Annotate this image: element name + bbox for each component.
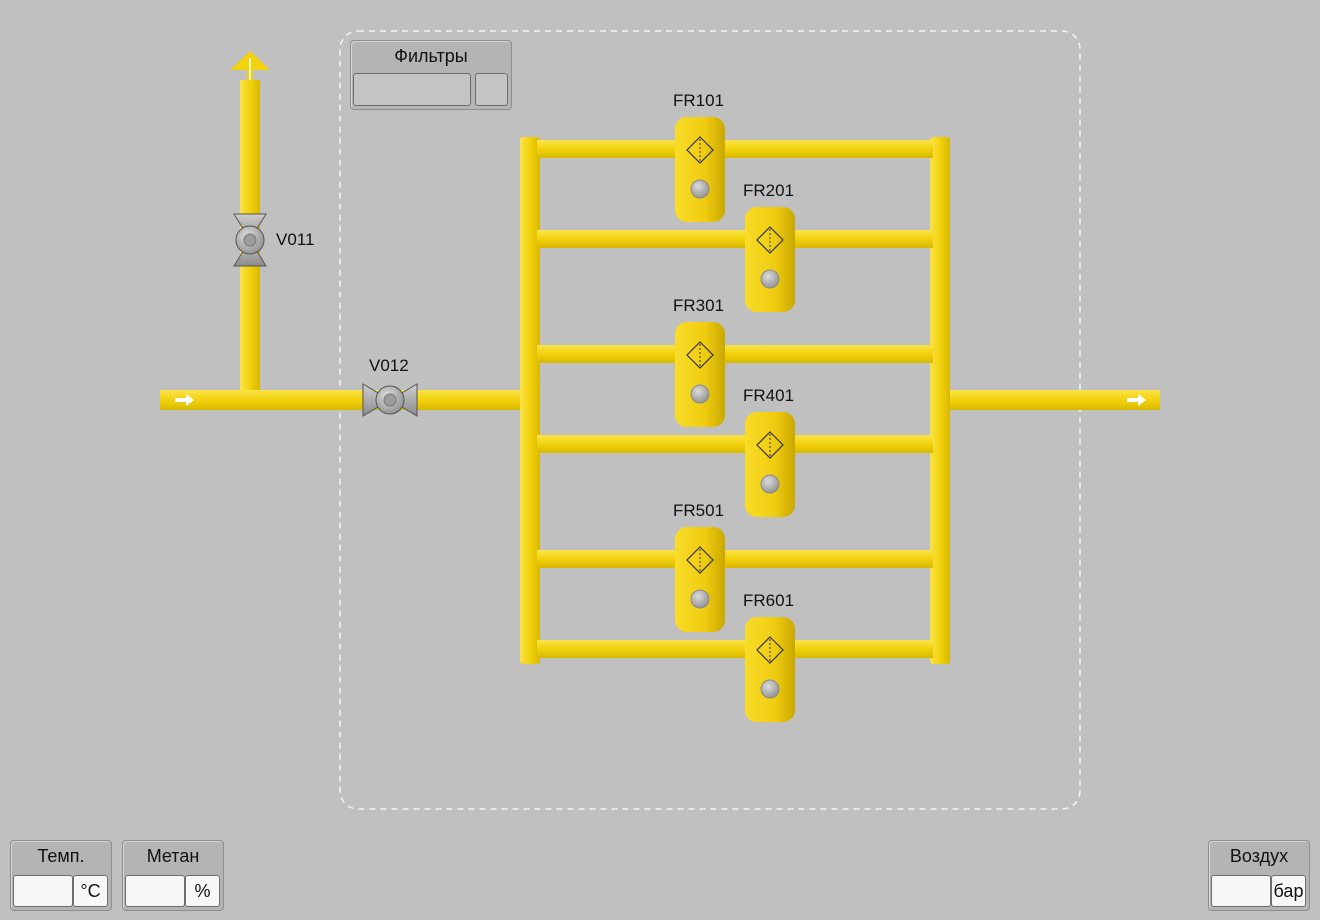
filters-unit-field[interactable]	[475, 73, 508, 106]
valve-horizontal-icon[interactable]	[362, 383, 418, 417]
outlet-pipe	[940, 390, 1160, 410]
air-panel: Воздух бар	[1208, 840, 1310, 911]
vent-arrow-up-icon	[230, 51, 270, 82]
branch-pipe	[537, 550, 933, 568]
status-indicator	[760, 474, 780, 494]
methane-value-field[interactable]	[125, 875, 185, 907]
filter-vessel-fr301[interactable]	[675, 322, 725, 427]
filter-vessel-fr101[interactable]	[675, 117, 725, 222]
valve-tag-v011: V011	[276, 230, 315, 249]
filter-tag-fr601: FR601	[743, 591, 795, 610]
status-indicator	[760, 679, 780, 699]
temp-panel: Темп. °C	[10, 840, 112, 911]
filter-tag-fr501: FR501	[673, 501, 725, 520]
status-indicator	[690, 179, 710, 199]
filter-area-frame	[339, 30, 1081, 810]
filter-vessel-fr601[interactable]	[745, 617, 795, 722]
filter-diamond-icon	[686, 136, 714, 164]
filters-panel-title: Фильтры	[394, 46, 468, 66]
filter-tag-fr301: FR301	[673, 296, 725, 315]
valve-vertical-icon[interactable]	[233, 213, 267, 267]
filter-diamond-icon	[756, 636, 784, 664]
branch-pipe	[537, 435, 933, 453]
filter-tag-fr201: FR201	[743, 181, 795, 200]
temp-value-field[interactable]	[13, 875, 73, 907]
branch-pipe	[537, 140, 933, 158]
methane-unit-label: %	[185, 875, 220, 907]
status-indicator	[690, 384, 710, 404]
branch-pipe	[537, 345, 933, 363]
filter-tag-fr101: FR101	[673, 91, 725, 110]
temp-panel-title: Темп.	[37, 846, 85, 866]
air-unit-label: бар	[1271, 875, 1306, 907]
filter-vessel-fr401[interactable]	[745, 412, 795, 517]
filter-vessel-fr201[interactable]	[745, 207, 795, 312]
filter-tag-fr401: FR401	[743, 386, 795, 405]
filter-diamond-icon	[686, 341, 714, 369]
outlet-header	[930, 137, 950, 664]
filters-value-field[interactable]	[353, 73, 471, 106]
flow-arrow-inlet-icon	[175, 394, 194, 406]
filter-diamond-icon	[756, 226, 784, 254]
valve-tag-v012: V012	[369, 356, 409, 375]
filter-vessel-fr501[interactable]	[675, 527, 725, 632]
filter-diamond-icon	[756, 431, 784, 459]
inlet-header	[520, 137, 540, 664]
filters-panel: Фильтры	[350, 40, 512, 110]
temp-unit-label: °C	[73, 875, 108, 907]
flow-arrow-outlet-icon	[1127, 394, 1146, 406]
filter-diamond-icon	[686, 546, 714, 574]
inlet-pipe	[160, 390, 530, 410]
air-value-field[interactable]	[1211, 875, 1271, 907]
status-indicator	[690, 589, 710, 609]
status-indicator	[760, 269, 780, 289]
branch-pipe	[537, 230, 933, 248]
methane-panel-title: Метан	[146, 846, 200, 866]
air-panel-title: Воздух	[1229, 846, 1289, 866]
methane-panel: Метан %	[122, 840, 224, 911]
branch-pipe	[537, 640, 933, 658]
